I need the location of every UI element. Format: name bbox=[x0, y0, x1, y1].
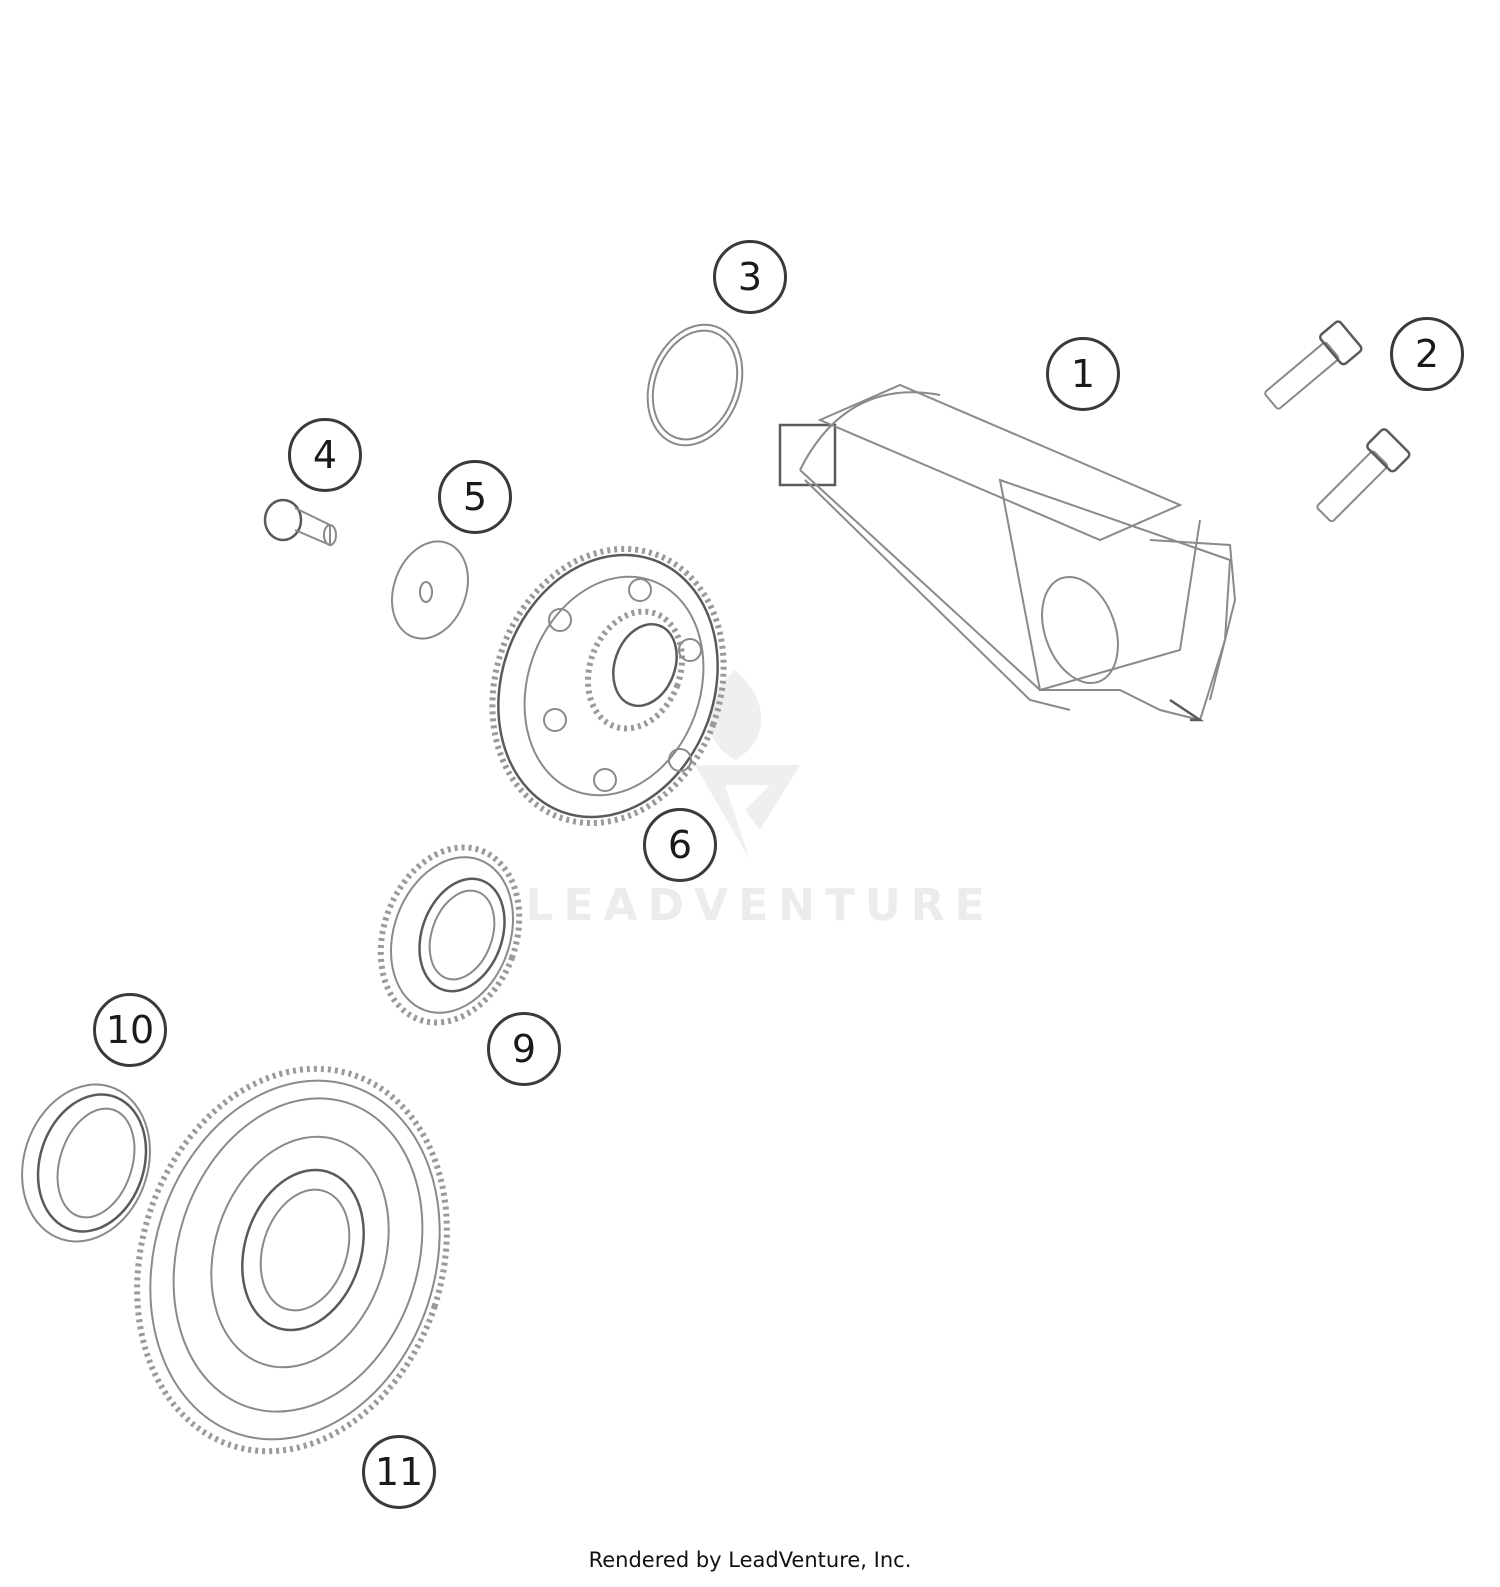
bearing-ring-part-10 bbox=[21, 1083, 151, 1243]
callout-1[interactable]: 1 bbox=[1046, 337, 1120, 411]
gear-part-6 bbox=[489, 545, 727, 827]
bolt-part-4 bbox=[263, 498, 337, 547]
o-ring-part-3 bbox=[646, 323, 744, 447]
starter-motor-part-1 bbox=[778, 383, 1237, 722]
callout-3[interactable]: 3 bbox=[713, 240, 787, 314]
callout-5[interactable]: 5 bbox=[438, 460, 512, 534]
watermark-logo-icon bbox=[695, 670, 800, 860]
callout-10[interactable]: 10 bbox=[93, 993, 167, 1067]
callout-label: 6 bbox=[667, 823, 693, 867]
callout-label: 1 bbox=[1070, 352, 1096, 396]
callout-9[interactable]: 9 bbox=[487, 1012, 561, 1086]
callout-4[interactable]: 4 bbox=[288, 418, 362, 492]
washer-part-5 bbox=[391, 540, 469, 640]
callout-6[interactable]: 6 bbox=[643, 808, 717, 882]
callout-label: 3 bbox=[737, 255, 763, 299]
callout-2[interactable]: 2 bbox=[1390, 317, 1464, 391]
footer-credit: Rendered by LeadVenture, Inc. bbox=[588, 1548, 912, 1572]
callout-label: 9 bbox=[511, 1027, 537, 1071]
callout-11[interactable]: 11 bbox=[362, 1435, 436, 1509]
callout-label: 4 bbox=[312, 433, 338, 477]
watermark-text: LEADVENTURE bbox=[525, 880, 995, 931]
starter-gear-part-11 bbox=[134, 1065, 450, 1455]
callout-label: 11 bbox=[374, 1450, 424, 1494]
gear-part-9 bbox=[377, 844, 523, 1026]
callout-label: 5 bbox=[462, 475, 488, 519]
screws-part-2 bbox=[1264, 320, 1411, 523]
callout-label: 10 bbox=[105, 1008, 155, 1052]
callout-label: 2 bbox=[1414, 332, 1440, 376]
